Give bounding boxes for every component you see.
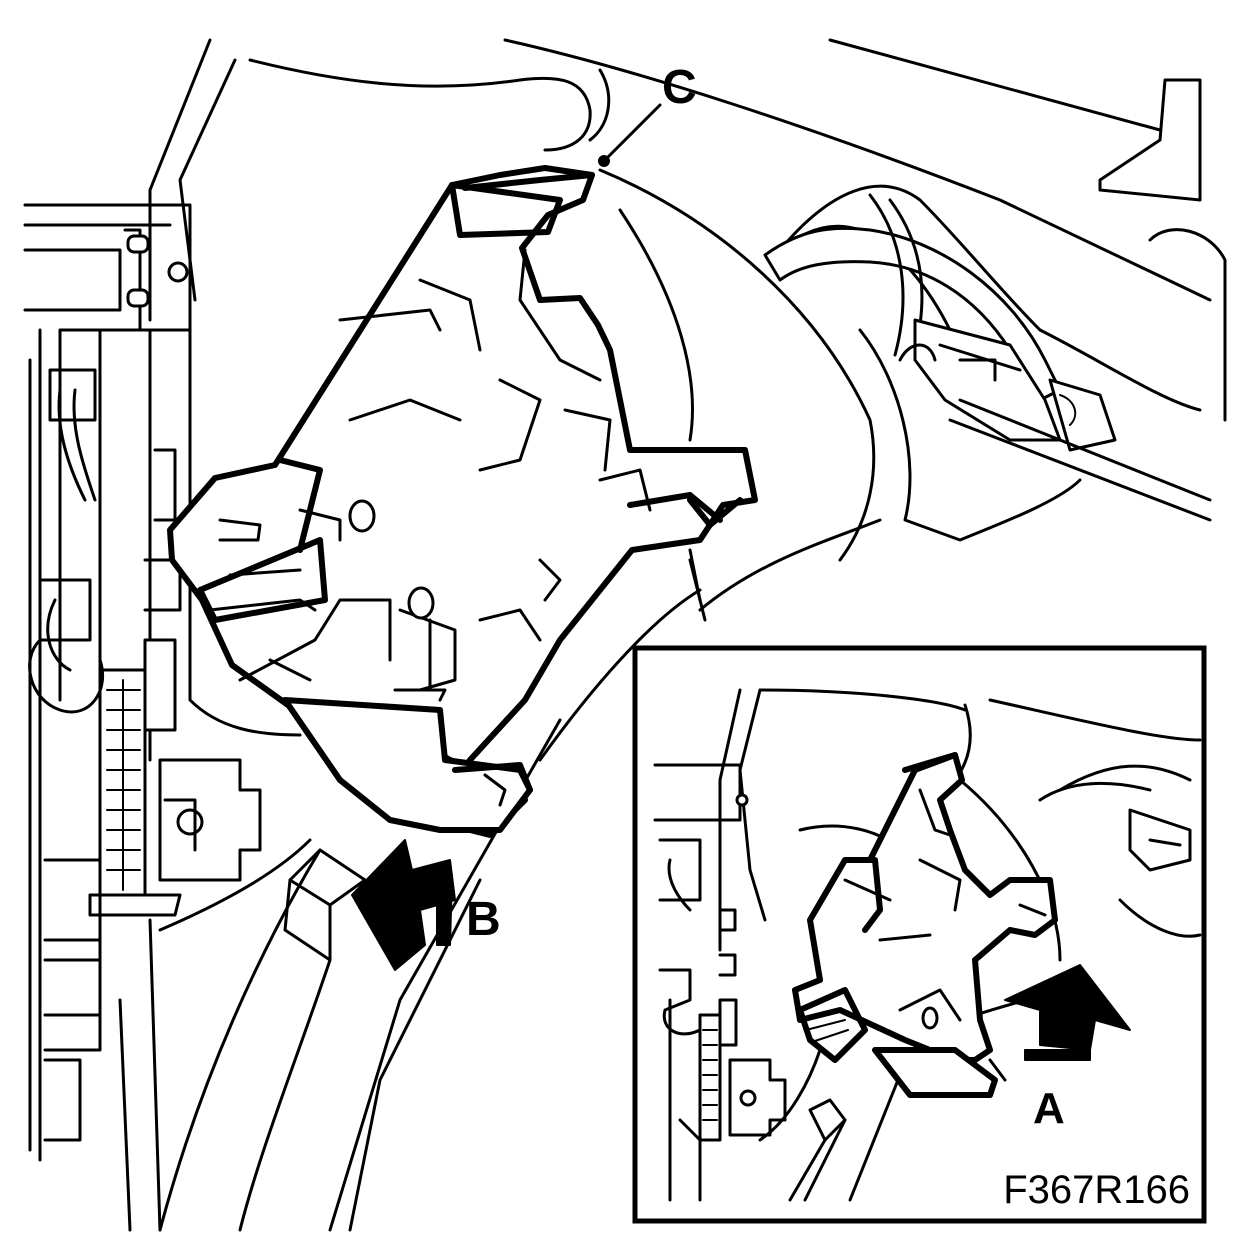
- main-view: C B: [23, 38, 1227, 1232]
- arrow-b: [351, 839, 456, 971]
- callout-b-label: B: [466, 893, 501, 946]
- inset-bracket: [792, 752, 1058, 1098]
- callout-c-leader: [598, 103, 662, 167]
- left-panel: [23, 38, 312, 1232]
- inset-background: [758, 688, 1202, 1022]
- figure-id-label: F367R166: [1003, 1168, 1190, 1212]
- callout-a-label: A: [1033, 1084, 1065, 1133]
- dashboard-contours: [248, 38, 1227, 612]
- connector-right: [898, 318, 1212, 522]
- callout-c-label: C: [662, 61, 697, 114]
- inset-left-panel: [653, 688, 912, 1202]
- connector-pins: [106, 679, 141, 891]
- control-module-bracket: [167, 165, 758, 838]
- arrow-a: [1004, 964, 1131, 1061]
- inset-view: A F367R166: [632, 645, 1207, 1224]
